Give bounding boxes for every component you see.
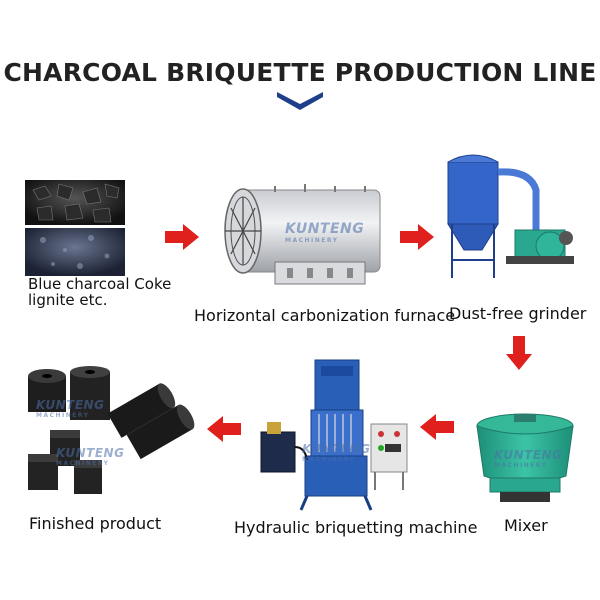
carbonization-furnace-image [224, 184, 381, 285]
flow-arrow-left-icon [207, 416, 241, 442]
product-label: Finished product [29, 514, 162, 533]
finished-product-image [28, 366, 195, 494]
briquette-cylinder [28, 369, 66, 412]
briquette-stack [107, 383, 195, 460]
briquette-cube [28, 430, 102, 494]
watermark-logo: KUNTENG MACHINERY [302, 442, 370, 463]
raw-material-label: Blue charcoal Coke lignite etc. [28, 276, 171, 308]
watermark-logo: KUNTENG MACHINERY [36, 398, 104, 419]
watermark-sub: MACHINERY [494, 462, 548, 469]
raw-material-image [25, 180, 125, 276]
watermark-logo: KUNTENG MACHINERY [494, 448, 562, 469]
watermark-brand: KUNTENG [36, 398, 105, 412]
watermark-sub: MACHINERY [285, 237, 339, 244]
briquette-hex [70, 366, 110, 420]
dust-free-grinder-image [447, 154, 574, 278]
grinder-label: Dust-free grinder [449, 304, 587, 323]
press-label: Hydraulic briquetting machine [234, 518, 478, 537]
flow-arrow-left-icon [420, 414, 454, 440]
watermark-sub: MACHINERY [36, 412, 90, 419]
raw-material-label-line1: Blue charcoal Coke [28, 275, 172, 293]
flow-arrow-down-icon [506, 336, 532, 370]
watermark-logo: KUNTENG MACHINERY [56, 446, 124, 467]
watermark-brand: KUNTENG [302, 442, 371, 456]
watermark-sub: MACHINERY [302, 456, 356, 463]
furnace-label: Horizontal carbonization furnace [194, 306, 456, 325]
flow-arrow-right-icon [400, 224, 434, 250]
watermark-brand: KUNTENG [494, 448, 563, 462]
chevron-down-icon [277, 92, 323, 110]
flow-arrow-right-icon [165, 224, 199, 250]
mixer-label: Mixer [504, 516, 548, 535]
watermark-brand: KUNTENG [56, 446, 125, 460]
page-title: CHARCOAL BRIQUETTE PRODUCTION LINE [3, 58, 597, 87]
watermark-sub: MACHINERY [56, 460, 110, 467]
watermark-logo: KUNTENG MACHINERY [285, 221, 364, 244]
raw-material-label-line2: lignite etc. [28, 291, 108, 309]
watermark-brand: KUNTENG [285, 221, 365, 237]
mixer-image [476, 413, 574, 502]
hydraulic-briquetting-machine-image [260, 359, 408, 511]
